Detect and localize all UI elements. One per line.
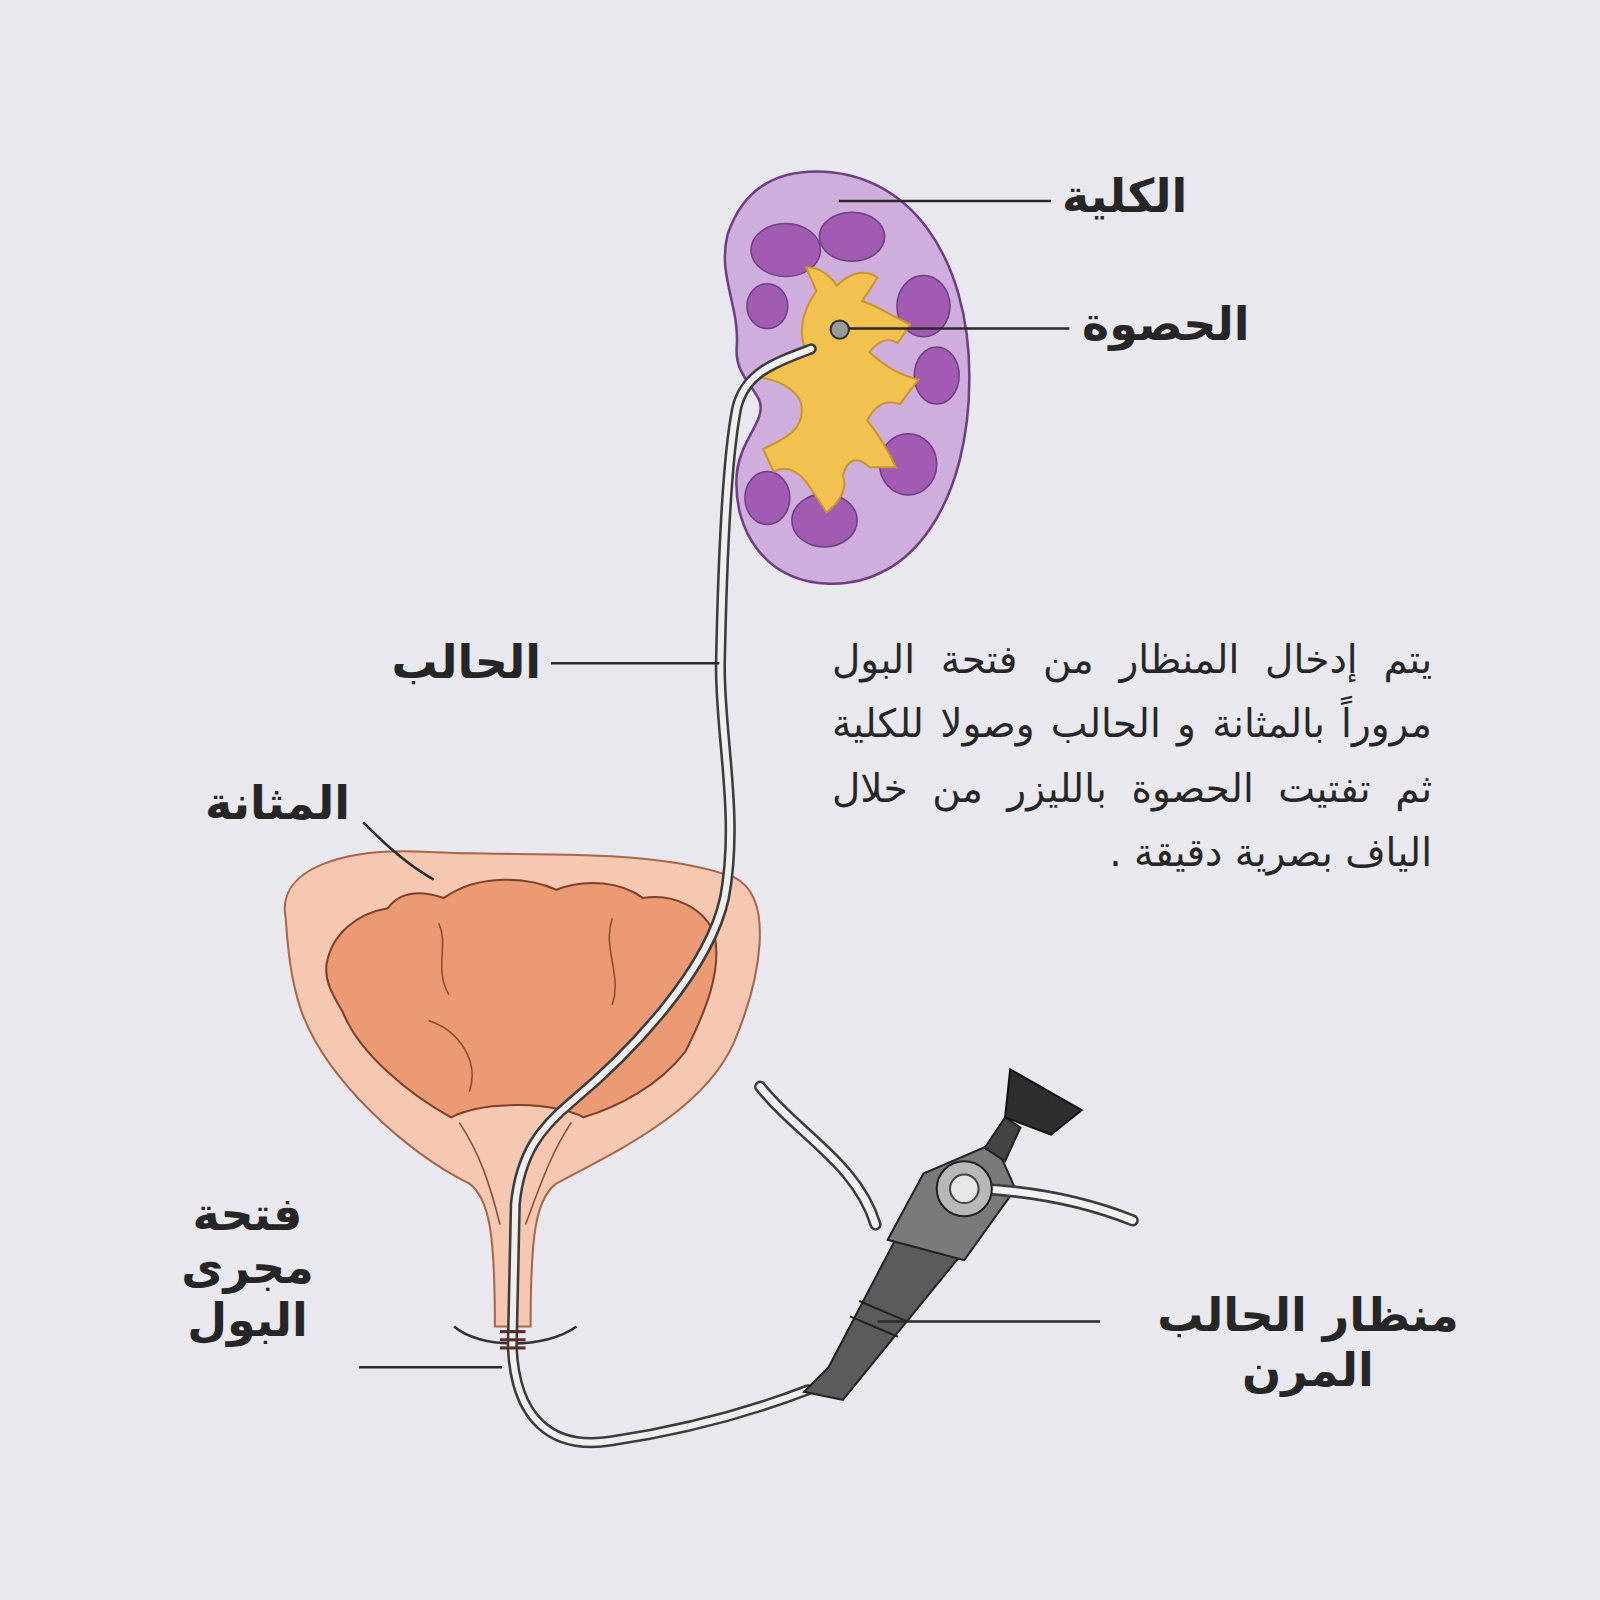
organ-label: الكلية [1062,168,1362,226]
stone [831,320,849,338]
procedure-note: يتم إدخال المنظار من فتحة البول مروراً ب… [832,628,1432,885]
bladder-label: المثانة [60,775,350,833]
ureter-label: الحالب [181,634,541,692]
kidney-pyramids [745,212,959,547]
renal-pelvis [760,267,918,512]
ureteroscope-tube [512,349,811,1443]
bladder-mucosa [326,880,716,1118]
urethra-label: فتحة مجرى البول [155,1188,340,1347]
stone-label: الحصوة [1082,296,1382,354]
flexible-ureteroscope [760,1069,1132,1400]
urethra-rings [500,1332,526,1348]
scope-label: منظار الحالب المرن [1118,1288,1498,1398]
bladder-wall [285,851,760,1326]
